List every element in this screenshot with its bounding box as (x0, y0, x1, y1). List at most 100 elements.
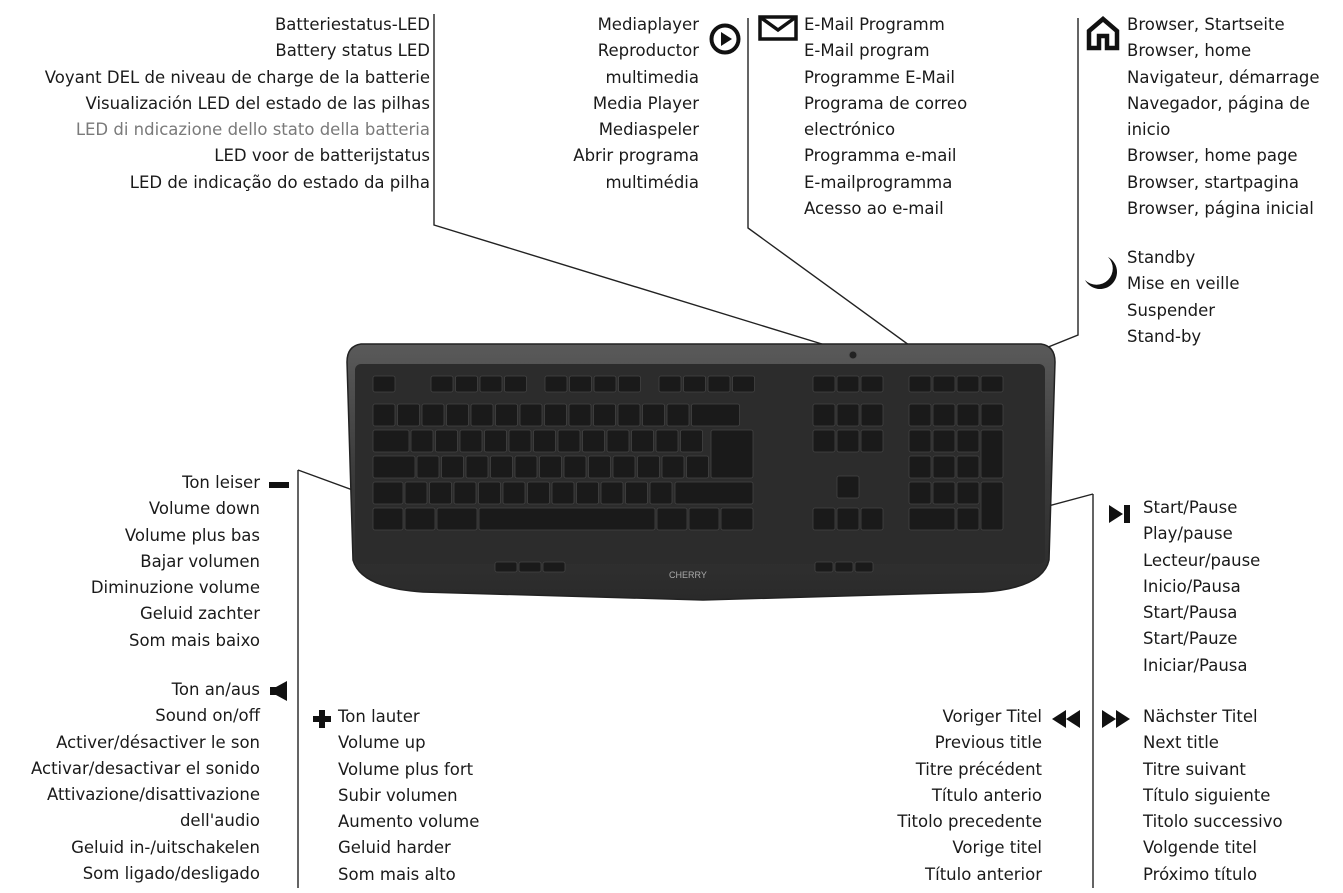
keyboard-key (504, 375, 527, 393)
keyboard-key (518, 561, 542, 573)
keyboard-key (956, 375, 980, 393)
keyboard-key (372, 507, 404, 531)
keyboard-key (980, 481, 1004, 531)
keyboard-key (527, 481, 550, 505)
keyboard-key (404, 507, 436, 531)
keyboard-key (372, 403, 396, 427)
keyboard-key (836, 403, 860, 427)
keyboard-key (404, 481, 428, 505)
keyboard-key (416, 455, 440, 479)
keyboard-illustration: CHERRY (346, 343, 1056, 601)
keyboard-key (490, 455, 513, 479)
keyboard-key (932, 403, 956, 427)
keyboard-key (372, 481, 404, 505)
keyboard-key (710, 429, 754, 479)
keyboard-key (812, 375, 836, 393)
keyboard-key (956, 429, 980, 453)
keyboard-key (625, 481, 648, 505)
keyboard-key (470, 403, 494, 427)
keyboard-key (617, 403, 641, 427)
keyboard-key (680, 429, 703, 453)
keyboard-key (557, 429, 581, 453)
keyboard-key (588, 455, 611, 479)
keyboard-key (453, 481, 477, 505)
home-icon (1086, 16, 1120, 51)
keyboard-key (956, 403, 980, 427)
keyboard-key (637, 455, 660, 479)
keyboard-key (666, 403, 690, 427)
plus-icon (313, 710, 331, 728)
keyboard-key (519, 403, 543, 427)
keyboard-key (446, 403, 469, 427)
volume-up-label: Ton lauter Volume up Volume plus fort Su… (338, 707, 480, 884)
keyboard-key (812, 429, 836, 453)
keyboard-key (576, 481, 599, 505)
keyboard-key (908, 429, 932, 453)
keyboard-key (908, 481, 932, 505)
keyboard-key (642, 403, 665, 427)
keyboard-key (494, 561, 518, 573)
minus-icon (269, 482, 289, 488)
keyboard-key (683, 375, 706, 393)
keyboard-key (563, 455, 587, 479)
keyboard-key (372, 375, 396, 393)
keyboard-key (435, 429, 458, 453)
keyboard-key (436, 507, 478, 531)
keyboard-key (372, 455, 416, 479)
keyboard-key (631, 429, 654, 453)
email-callout-line (747, 18, 936, 365)
keyboard-key (479, 375, 503, 393)
keyboard-key (836, 429, 860, 453)
standby-label: Standby Mise en veille Suspender Stand-b… (1127, 248, 1240, 346)
keyboard-key (600, 481, 624, 505)
keyboard-key (812, 403, 836, 427)
keyboard-key (495, 403, 518, 427)
keyboard-key (674, 481, 754, 505)
keyboard-key (956, 507, 980, 531)
keyboard-key (544, 375, 568, 393)
keyboard-key (441, 455, 464, 479)
keyboard-key (854, 561, 874, 573)
play-pause-label: Start/Pause Play/pause Lecteur/pause Ini… (1143, 498, 1261, 675)
keyboard-key (612, 455, 636, 479)
keyboard-key (618, 375, 641, 393)
keyboard-key (720, 507, 754, 531)
keyboard-key (421, 403, 445, 427)
battery-status-label: Batteriestatus-LED Battery status LED Vo… (44, 15, 430, 192)
keyboard-key (568, 403, 592, 427)
keyboard-key (836, 507, 860, 531)
keyboard-key (514, 455, 538, 479)
media-player-label: Mediaplayer Reproductor multimedia Media… (573, 15, 699, 192)
keyboard-key (980, 403, 1004, 427)
keyboard-key (932, 429, 956, 453)
browser-home-label: Browser, Startseite Browser, home Naviga… (1127, 15, 1320, 219)
keyboard-key (542, 561, 566, 573)
keyboard-key (551, 481, 575, 505)
email-program-label: E-Mail Programm E-Mail program Programme… (804, 15, 968, 219)
envelope-icon (758, 15, 798, 41)
keyboard-key (860, 403, 884, 427)
fast-forward-icon (1102, 710, 1130, 728)
next-title-label: Nächster Titel Next title Titre suivant … (1143, 707, 1283, 884)
keyboard-key (410, 429, 434, 453)
sound-on-off-label: Ton an/aus Sound on/off Activer/désactiv… (31, 680, 260, 884)
keyboard-key (836, 475, 860, 499)
crescent-moon-icon (1085, 257, 1117, 289)
volume-down-label: Ton leiser Volume down Volume plus bas B… (90, 473, 260, 650)
keyboard-key (544, 403, 567, 427)
keyboard-key (860, 507, 884, 531)
keyboard-key (932, 455, 956, 479)
keyboard-brand: CHERRY (669, 570, 707, 580)
keyboard-key (649, 481, 673, 505)
keyboard-key (688, 507, 720, 531)
keyboard-key (980, 375, 1004, 393)
keyboard-key (908, 375, 932, 393)
keyboard-key (430, 375, 454, 393)
keyboard-key (484, 429, 507, 453)
keyboard-key (569, 375, 592, 393)
keyboard-key (932, 375, 956, 393)
keyboard-key (508, 429, 532, 453)
battery-callout-line (433, 14, 849, 353)
keyboard-key (814, 561, 834, 573)
keyboard-key (812, 507, 836, 531)
